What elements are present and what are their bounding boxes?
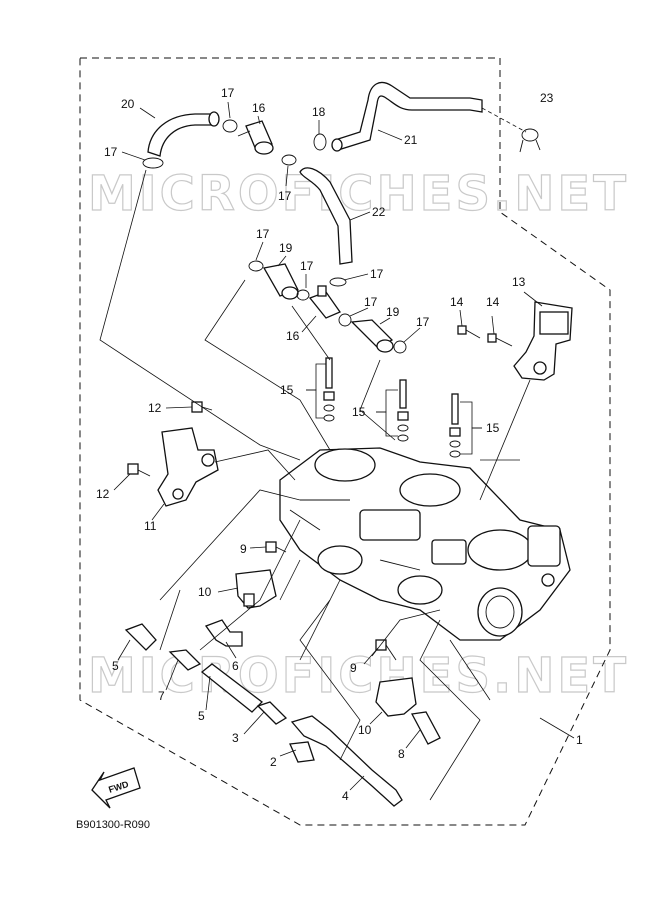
callout-17-f: 17	[370, 267, 384, 281]
clip-2	[289, 741, 315, 763]
clip-23	[521, 128, 539, 142]
clip-17-f	[338, 313, 352, 327]
callout-4: 4	[342, 789, 349, 803]
callout-18: 18	[312, 105, 326, 119]
clip-17-g	[393, 340, 407, 354]
joint-7	[168, 649, 202, 671]
clip-17-top	[222, 119, 238, 133]
callout-11: 11	[144, 519, 157, 533]
clip-17-left	[142, 157, 164, 169]
callout-17-g: 17	[364, 295, 378, 309]
hose-20-end	[208, 111, 220, 127]
callout-13: 13	[512, 275, 526, 289]
callout-19-a: 19	[279, 241, 293, 255]
throttle-body-assembly	[279, 447, 571, 641]
callout-16-b: 16	[286, 329, 300, 343]
sensor-11	[157, 427, 219, 507]
clip-18	[313, 133, 327, 151]
callout-17-b: 17	[221, 86, 235, 100]
hose-4	[290, 715, 403, 807]
cap-5	[124, 623, 157, 651]
callout-22: 22	[372, 205, 386, 219]
oring-set-15-mid	[397, 379, 409, 442]
fwd-arrow-icon: FWD	[91, 767, 141, 809]
callout-23: 23	[540, 91, 554, 105]
clip-17-e	[329, 277, 347, 287]
sensor-10-right	[375, 677, 417, 717]
callout-12-b: 12	[96, 487, 110, 501]
callout-17-a: 17	[104, 145, 118, 159]
hose-8	[410, 711, 441, 745]
joint-3	[256, 701, 288, 725]
hose-22	[299, 167, 353, 265]
bolt-14-left	[457, 325, 481, 339]
callout-15-b: 15	[352, 405, 366, 419]
callout-5-a: 5	[112, 659, 119, 673]
oring-set-15-right	[449, 393, 461, 458]
callout-10-a: 10	[198, 585, 212, 599]
callout-6: 6	[232, 659, 239, 673]
callout-12-a: 12	[148, 401, 162, 415]
assembly-outline	[79, 57, 611, 826]
callout-16-a: 16	[252, 101, 266, 115]
hose-21	[334, 81, 483, 151]
bolt-14-right	[487, 333, 513, 347]
callout-14-b: 14	[486, 295, 500, 309]
callout-7: 7	[158, 689, 165, 703]
hose-5	[200, 663, 263, 713]
callout-17-d: 17	[256, 227, 270, 241]
callout-3: 3	[232, 731, 239, 745]
callout-pointers	[113, 101, 575, 791]
callout-2: 2	[270, 755, 277, 769]
callout-17-c: 17	[278, 189, 292, 203]
callout-9-a: 9	[240, 542, 247, 556]
callouts: 20 17 17 16 18 21 23 17 22 17 19 17 17 1…	[96, 86, 583, 803]
watermark-top: MICROFICHES.NET	[88, 166, 629, 222]
callout-15-c: 15	[486, 421, 500, 435]
clip-17-d	[296, 289, 310, 301]
reference-code: B901300-R090	[76, 819, 150, 831]
callout-19-b: 19	[386, 305, 400, 319]
callout-14-a: 14	[450, 295, 464, 309]
callout-8: 8	[398, 747, 405, 761]
callout-20: 20	[121, 97, 135, 111]
callout-1: 1	[576, 733, 583, 747]
callout-9-b: 9	[350, 661, 357, 675]
bolt-9-left	[265, 541, 287, 553]
callout-10-b: 10	[358, 723, 372, 737]
clip-17-c	[248, 260, 264, 272]
callout-15-a: 15	[280, 383, 294, 397]
elbow-6	[204, 619, 243, 647]
clip-17-mid	[281, 154, 297, 166]
bolt-12-bottom	[127, 463, 151, 477]
leader-lines	[99, 169, 531, 801]
callout-21: 21	[404, 133, 418, 147]
callout-5-b: 5	[198, 709, 205, 723]
watermark-bottom: MICROFICHES.NET	[88, 648, 629, 704]
sensor-10-left	[235, 569, 277, 609]
callout-17-h: 17	[416, 315, 430, 329]
hose-20	[147, 113, 213, 157]
oring-set-15-left	[323, 357, 335, 422]
callout-17-e: 17	[300, 259, 314, 273]
